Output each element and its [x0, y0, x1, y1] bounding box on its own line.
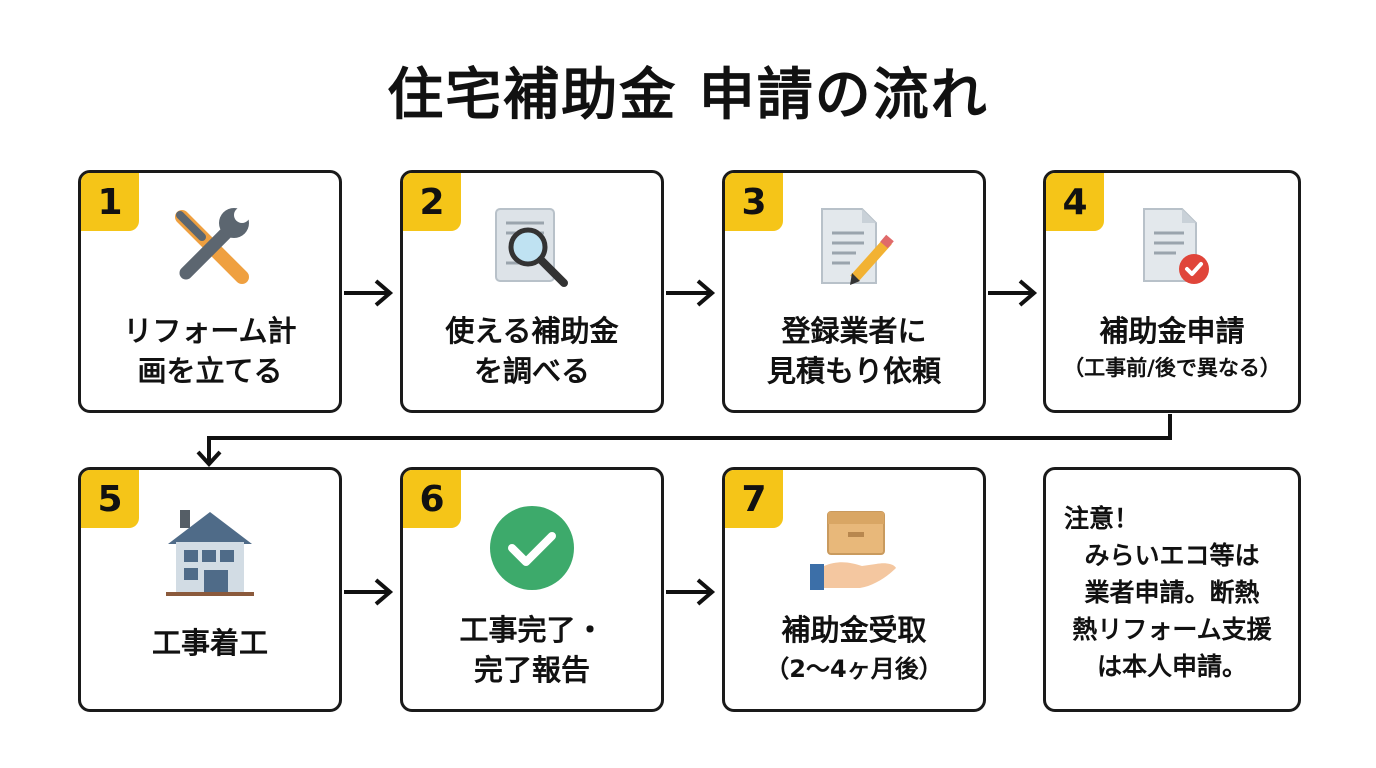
house-icon: [160, 504, 260, 604]
hand-box-icon: [804, 504, 904, 600]
step-label-line: 画を立てる: [137, 354, 283, 388]
tools-icon: [162, 201, 258, 297]
note-line: 業者申請。断熱: [1084, 578, 1260, 607]
step-number-badge: 3: [725, 173, 783, 231]
step-card-3: 3 登録業者に 見積もり依頼: [722, 170, 986, 413]
check-circle-icon: [484, 504, 580, 600]
note-line: は本人申請。: [1096, 652, 1247, 681]
note-line: 熱リフォーム支援: [1072, 615, 1272, 644]
step-label-line: 工事完了・: [459, 613, 605, 647]
step-number-badge: 5: [81, 470, 139, 528]
step-card-5: 5 工事着工: [78, 467, 342, 712]
step-card-2: 2 使える補助金 を調べる: [400, 170, 664, 413]
document-check-icon: [1124, 201, 1220, 297]
step-number-badge: 6: [403, 470, 461, 528]
step-number-badge: 4: [1046, 173, 1104, 231]
note-line: みらいエコ等は: [1084, 541, 1260, 570]
arrow-right-icon: [666, 279, 716, 307]
step-number-badge: 2: [403, 173, 461, 231]
arrow-right-icon: [988, 279, 1038, 307]
step-label-line: 見積もり依頼: [766, 354, 941, 388]
step-card-7: 7 補助金受取 （2〜4ヶ月後）: [722, 467, 986, 712]
step-label-line: 使える補助金: [445, 314, 619, 348]
document-edit-icon: [806, 201, 902, 297]
step-label-line: を調べる: [473, 354, 590, 388]
step-label-sub: （2〜4ヶ月後）: [765, 655, 943, 683]
step-label-line: 工事着工: [151, 626, 268, 660]
arrow-right-icon: [344, 279, 394, 307]
note-card: 注意！ みらいエコ等は 業者申請。断熱 熱リフォーム支援 は本人申請。: [1043, 467, 1301, 712]
page-title: 住宅補助金 申請の流れ: [387, 63, 989, 128]
step-label-line: 登録業者に: [781, 314, 927, 348]
step-card-1: 1 リフォーム計 画を立てる: [78, 170, 342, 413]
step-number-badge: 1: [81, 173, 139, 231]
step-label-line: 完了報告: [473, 653, 590, 687]
step-label-sub: （工事前/後で異なる）: [1063, 356, 1281, 380]
note-line: 注意！: [1064, 504, 1140, 533]
step-card-6: 6 工事完了・ 完了報告: [400, 467, 664, 712]
step-card-4: 4 補助金申請 （工事前/後で異なる）: [1043, 170, 1301, 413]
connector-arrow-icon: [196, 414, 1172, 467]
step-label-line: リフォーム計: [123, 314, 297, 348]
step-label-line: 補助金申請: [1099, 314, 1245, 348]
arrow-right-icon: [666, 578, 716, 606]
arrow-right-icon: [344, 578, 394, 606]
document-search-icon: [484, 201, 580, 297]
step-label-line: 補助金受取: [781, 613, 927, 647]
step-number-badge: 7: [725, 470, 783, 528]
